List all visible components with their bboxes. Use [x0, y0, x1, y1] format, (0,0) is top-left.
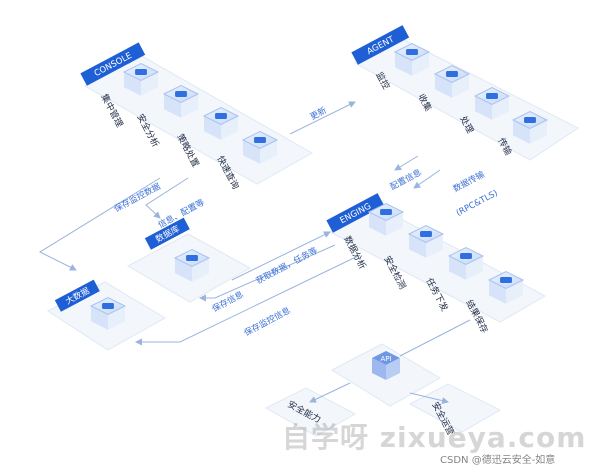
engine-module-icon	[380, 209, 392, 215]
database-cube	[173, 248, 211, 282]
flow-label-data-transfer-protocol: (RPC&TLS)	[455, 188, 500, 218]
agent-module-icon	[446, 71, 458, 77]
console-module-cube	[202, 106, 240, 140]
bigdata-cube	[89, 296, 127, 330]
console-module-cube	[162, 84, 200, 118]
engine-bigdata-line	[135, 254, 361, 346]
console-module-icon	[215, 113, 227, 119]
api-output-security-capability	[264, 387, 357, 437]
api-capability-line	[309, 382, 351, 403]
agent-module-icon	[406, 49, 418, 55]
api-title: API	[380, 355, 391, 363]
console-module-cube	[241, 130, 279, 164]
bigdata-icon	[102, 303, 114, 309]
data-transfer-arrow	[413, 169, 441, 189]
agent-module-icon	[524, 117, 536, 123]
engine-module-cube	[487, 270, 525, 304]
database-icon	[186, 255, 198, 261]
console-module-icon	[254, 137, 266, 143]
engine-database-save-line	[199, 244, 336, 302]
watermark: 自学呀 zixueya.com	[282, 421, 587, 454]
console-module-icon	[135, 69, 147, 75]
console-database-line	[145, 177, 189, 219]
update-arrow	[289, 101, 356, 135]
flow-label-fetch-data: 获取数据，任务等	[254, 245, 320, 287]
console-module-cube	[122, 62, 160, 96]
agent-module-cube	[473, 86, 511, 120]
api-node: API	[372, 351, 400, 380]
engine-module-cube	[407, 224, 445, 258]
module-cubes	[89, 42, 549, 330]
agent-module-cube	[511, 110, 549, 144]
engine-module-cube	[447, 246, 485, 280]
engine-module-icon	[420, 231, 432, 237]
console-bigdata-line	[38, 177, 161, 271]
api-output-security-operations	[408, 383, 502, 433]
database-engine-line	[231, 231, 331, 281]
agent-module-cube	[433, 64, 471, 98]
agent-module-cube	[393, 42, 431, 76]
flow-label-save-monitor-data: 保存监控数据	[112, 181, 163, 215]
engine-module-icon	[500, 277, 512, 283]
agent-module-icon	[486, 93, 498, 99]
credit-text: CSDN @德迅云安全-如意	[440, 455, 556, 466]
config-info-arrow	[394, 155, 419, 171]
console-module-icon	[175, 91, 187, 97]
agent-platform	[353, 37, 579, 161]
flow-label-config-info: 配置信息	[388, 167, 424, 193]
api-operations-line	[409, 392, 449, 405]
flow-label-data-transfer: 数据传输	[451, 169, 487, 195]
engine-module-cube	[367, 202, 405, 236]
engine-api-line	[399, 319, 471, 357]
engine-module-icon	[460, 253, 472, 259]
flow-label-save-monitor-info: 保存监控信息	[242, 305, 293, 339]
